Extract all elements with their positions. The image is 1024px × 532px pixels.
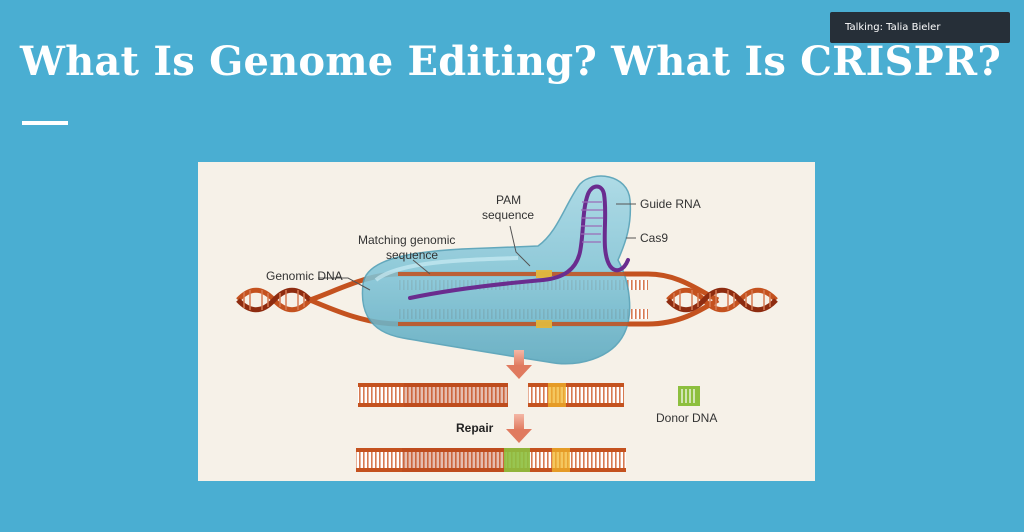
dna-inside-cas9 [398,270,648,328]
cut-dna [358,383,624,407]
cas9-protein [361,175,632,365]
repair-arrow [506,414,532,443]
slide-title: What Is Genome Editing? What Is CRISPR? [20,38,1002,85]
label-repair: Repair [456,421,494,435]
pam-marker-bottom [536,320,552,328]
label-genomic-dna: Genomic DNA [266,269,343,283]
cut-arrow [506,350,532,379]
label-matching-sequence-line1: Matching genomic [358,233,455,247]
inserted-donor-segment [504,448,530,472]
crispr-diagram-svg: Genomic DNA Matching genomic sequence PA… [236,175,778,472]
guide-rna [408,184,630,300]
crispr-diagram: Genomic DNA Matching genomic sequence PA… [198,162,815,481]
left-helix [236,287,312,313]
right-helix [666,287,778,313]
leader-lines [318,203,636,291]
label-guide-rna: Guide RNA [640,197,701,211]
title-underline [22,121,68,125]
talking-indicator: Talking: Talia Bieler [830,12,1010,43]
donor-dna [678,386,700,406]
talking-indicator-text: Talking: Talia Bieler [845,22,941,33]
label-pam-line2: sequence [482,208,534,222]
label-donor-dna: Donor DNA [656,411,717,425]
label-matching-sequence-line2: sequence [386,248,438,262]
label-cas9: Cas9 [640,231,668,245]
pam-marker-top [536,270,552,278]
repaired-dna [356,448,626,472]
label-pam-line1: PAM [496,193,521,207]
